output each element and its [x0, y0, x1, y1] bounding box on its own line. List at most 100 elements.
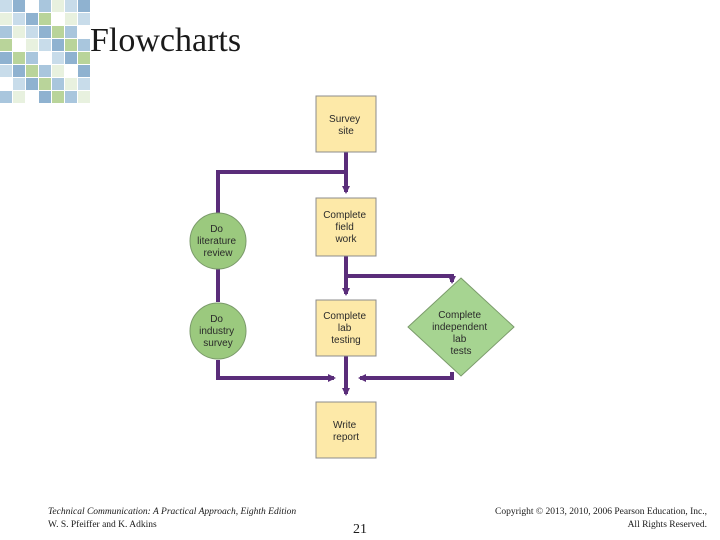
mosaic-tile — [13, 91, 25, 103]
mosaic-tile — [65, 13, 77, 25]
mosaic-tile — [26, 78, 38, 90]
process-box — [315, 299, 377, 357]
process-box — [315, 401, 377, 459]
footer-citation: Technical Communication: A Practical App… — [48, 506, 296, 532]
node-complete-field-work: Complete field work — [315, 197, 377, 257]
mosaic-tile — [0, 26, 12, 38]
mosaic-tile — [52, 91, 64, 103]
mosaic-tile — [39, 65, 51, 77]
node-complete-lab-testing: Complete lab testing — [315, 299, 377, 357]
rights-line: All Rights Reserved. — [627, 520, 707, 530]
mosaic-tile — [0, 0, 12, 12]
mosaic-tile — [0, 91, 12, 103]
footer-copyright: Copyright © 2013, 2010, 2006 Pearson Edu… — [495, 506, 707, 532]
mosaic-tile — [78, 78, 90, 90]
node-label: Write report — [333, 420, 359, 443]
node-label: Complete lab testing — [323, 311, 369, 346]
mosaic-tile — [65, 0, 77, 12]
node-label: Complete independent lab tests — [432, 310, 490, 357]
node-label: Survey site — [329, 114, 363, 137]
node-label: Do literature review — [197, 224, 239, 259]
merge-line-left — [216, 360, 336, 382]
mosaic-tile — [13, 52, 25, 64]
slide-title: Flowcharts — [90, 22, 242, 59]
book-authors: W. S. Pfeiffer and K. Adkins — [48, 520, 157, 530]
node-write-report: Write report — [315, 401, 377, 459]
mosaic-tile — [65, 52, 77, 64]
mosaic-tile — [0, 39, 12, 51]
node-label-line: Write — [333, 420, 357, 431]
page-number: 21 — [353, 522, 367, 537]
node-label-line: Survey — [329, 114, 360, 125]
decision-diamond — [407, 277, 515, 377]
mosaic-tile — [0, 13, 12, 25]
process-box — [315, 197, 377, 257]
node-label-line: review — [204, 248, 234, 259]
connectors — [216, 152, 456, 396]
mosaic-tile — [52, 0, 64, 12]
node-survey-site: Survey site — [315, 95, 377, 153]
book-title: Technical Communication: A Practical App… — [48, 507, 297, 517]
mosaic-tile — [13, 0, 25, 12]
node-do-literature-review: Do literature review — [189, 212, 247, 270]
node-complete-independent-lab-tests: Complete independent lab tests — [407, 277, 515, 377]
merge-line-right — [358, 372, 454, 382]
flowchart-diagram: Survey site Complete field work Complete… — [189, 95, 515, 459]
node-label: Do industry survey — [199, 314, 237, 349]
mosaic-tile — [78, 13, 90, 25]
node-label-line: field — [335, 222, 353, 233]
node-label-line: Do — [210, 314, 223, 325]
mosaic-tile — [39, 0, 51, 12]
node-label-line: Complete — [323, 311, 366, 322]
mosaic-tile — [13, 13, 25, 25]
node-label-line: Do — [210, 224, 223, 235]
process-box — [315, 95, 377, 153]
mosaic-tile — [39, 91, 51, 103]
mosaic-tile — [26, 65, 38, 77]
mosaic-tile — [26, 26, 38, 38]
node-label: Complete field work — [323, 210, 369, 245]
mosaic-tile — [52, 39, 64, 51]
decorative-mosaic — [0, 0, 90, 104]
node-do-industry-survey: Do industry survey — [189, 302, 247, 360]
mosaic-tile — [39, 78, 51, 90]
node-label-line: lab — [338, 323, 352, 334]
node-label-line: testing — [331, 335, 360, 346]
mosaic-tile — [26, 13, 38, 25]
mosaic-tile — [78, 39, 90, 51]
node-label-line: work — [334, 234, 357, 245]
mosaic-tile — [52, 78, 64, 90]
node-label-line: Complete — [323, 210, 366, 221]
activity-circle — [189, 302, 247, 360]
branch-line-top — [216, 170, 346, 218]
mosaic-tile — [0, 65, 12, 77]
mosaic-tile — [78, 52, 90, 64]
mosaic-tile — [52, 65, 64, 77]
mosaic-tile — [26, 52, 38, 64]
mosaic-tile — [65, 39, 77, 51]
mosaic-tile — [13, 78, 25, 90]
mosaic-tile — [78, 0, 90, 12]
node-label-line: survey — [203, 338, 232, 349]
mosaic-tile — [52, 26, 64, 38]
mosaic-tile — [52, 52, 64, 64]
mosaic-tile — [13, 26, 25, 38]
node-label-line: Complete — [438, 310, 481, 321]
node-label-line: literature — [197, 236, 236, 247]
mosaic-tile — [39, 39, 51, 51]
node-label-line: report — [333, 432, 359, 443]
arrow-to-independent-tests — [346, 274, 456, 284]
node-label-line: site — [338, 126, 354, 137]
mosaic-tile — [13, 65, 25, 77]
node-label-line: independent — [432, 322, 487, 333]
mosaic-tile — [65, 78, 77, 90]
mosaic-tile — [78, 91, 90, 103]
node-label-line: tests — [450, 346, 471, 357]
mosaic-tile — [39, 13, 51, 25]
mosaic-tile — [26, 39, 38, 51]
node-label-line: lab — [453, 334, 467, 345]
activity-circle — [189, 212, 247, 270]
mosaic-tile — [39, 26, 51, 38]
mosaic-tile — [65, 26, 77, 38]
